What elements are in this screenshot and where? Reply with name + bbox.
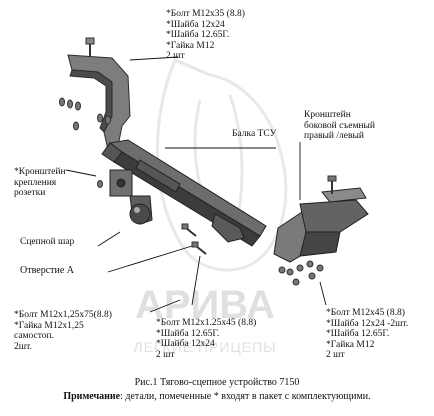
hole-label: Отверстие А <box>20 265 75 276</box>
right-fasteners-label: *Болт М12х45 (8.8) *Шайба 12х24 -2шт. *Ш… <box>326 308 409 360</box>
ball-label: Сцепной шар <box>20 237 75 247</box>
watermark-brand: АРИВА <box>135 283 275 327</box>
beam-part <box>101 139 267 247</box>
figure-caption: Рис.1 Тягово-сцепное устройство 7150 <box>134 377 300 388</box>
left-washers-part <box>59 97 111 188</box>
left-fasteners-label: *Болт М12х1,25х75(8.8) *Гайка М12х1,25 с… <box>14 310 112 352</box>
socket-bracket-part <box>109 169 133 197</box>
note-prefix: Примечание <box>63 391 121 402</box>
figure-note: Примечание: детали, помеченные * входят … <box>0 391 434 403</box>
side-bracket-label: Кронштейн боковой съемный правый /левый <box>304 110 376 141</box>
center-bolts-part <box>181 223 207 255</box>
ball-mount-part <box>129 195 153 225</box>
right-bracket-part <box>273 187 369 263</box>
leader-lines <box>65 56 327 313</box>
watermark-tagline: ЛЕГКИЕ ПРИЦЕПЫ <box>133 339 276 355</box>
center-fasteners-label: *Болт М12х1.25х45 (8.8) *Шайба 12.65Г. *… <box>156 318 257 360</box>
watermark <box>155 58 288 272</box>
socket-bracket-label: *Кронштейн крепления розетки <box>14 167 66 198</box>
right-bolts-part <box>278 175 337 286</box>
beam-label: Балка ТСУ <box>232 129 277 139</box>
top-fasteners-label: *Болт М12х35 (8.8) *Шайба 12х24 *Шайба 1… <box>166 9 245 61</box>
top-bolt-part <box>85 37 95 56</box>
note-text: : детали, помеченные * входят в пакет с … <box>120 391 371 402</box>
